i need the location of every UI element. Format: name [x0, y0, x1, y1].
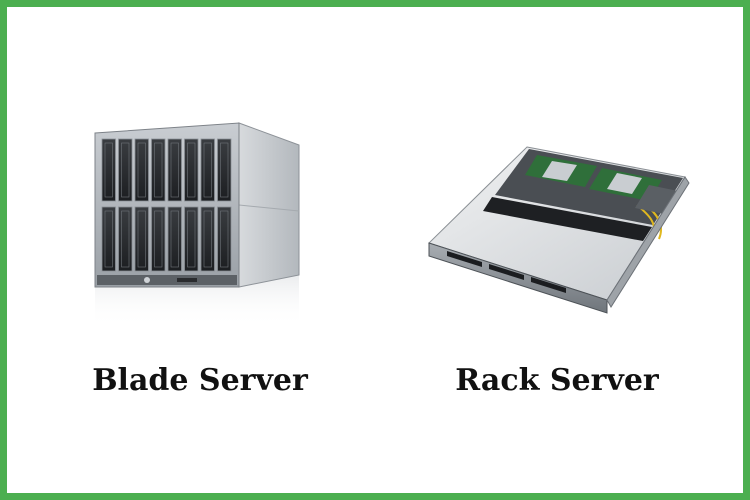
blade-slot [184, 206, 199, 272]
blade-server-image [94, 122, 300, 327]
blade-slot [167, 138, 182, 202]
rack-server-caption: Rack Server [455, 363, 659, 398]
blade-slot [134, 206, 149, 272]
blade-slot [101, 206, 116, 272]
blade-slot [118, 206, 133, 272]
blade-slot [151, 206, 166, 272]
blade-slot [118, 138, 133, 202]
blade-slot [167, 206, 182, 272]
rack-server-image [428, 146, 690, 314]
blade-slot [200, 138, 215, 202]
blade-slot [151, 138, 166, 202]
blade-slot [217, 206, 232, 272]
blade-slot [200, 206, 215, 272]
blade-server-caption: Blade Server [92, 363, 308, 398]
blade-slot [101, 138, 116, 202]
blade-slot [217, 138, 232, 202]
blade-slot [184, 138, 199, 202]
blade-slot [134, 138, 149, 202]
